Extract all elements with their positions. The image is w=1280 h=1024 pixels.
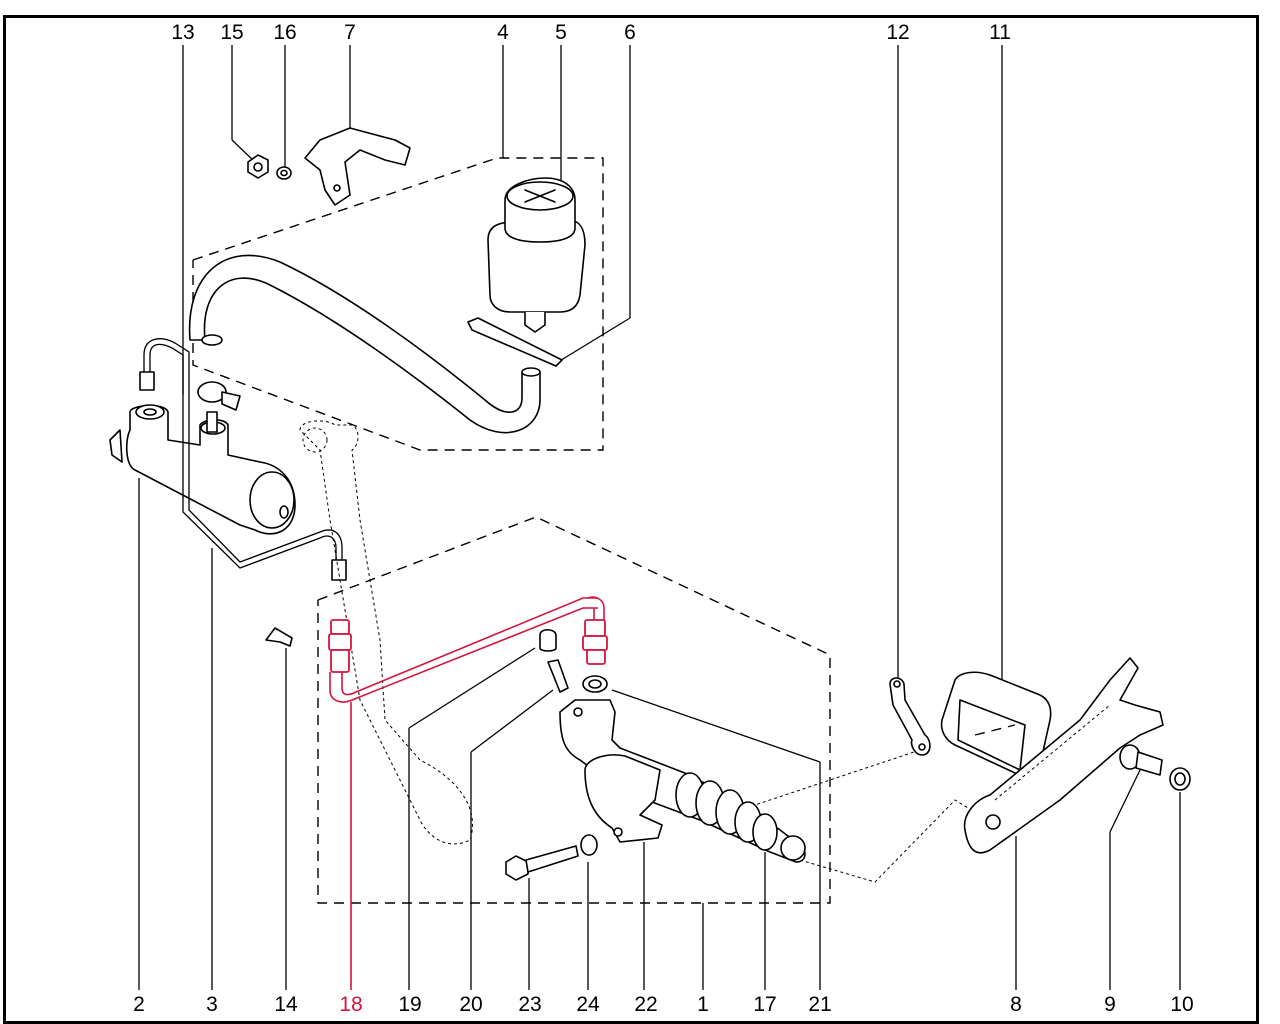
callout-10: 10 — [1170, 993, 1193, 1016]
bleed-screw-part — [547, 659, 569, 693]
bottom-callouts: 2 3 14 18 19 20 23 24 22 1 17 21 8 9 10 — [133, 993, 1194, 1016]
pivot-bolt-part — [1119, 744, 1163, 776]
pivot-washer-part — [1169, 767, 1191, 791]
slave-cylinder-kit-outline — [317, 516, 831, 904]
clutch-pedal-ghost — [299, 420, 474, 845]
callout-22: 22 — [634, 993, 657, 1016]
rubber-boot-part — [940, 671, 1052, 776]
callout-11: 11 — [989, 21, 1011, 44]
washer-part — [276, 166, 292, 180]
callout-14: 14 — [274, 993, 298, 1016]
callout-7: 7 — [344, 21, 356, 44]
master-cylinder-part — [109, 404, 296, 535]
callout-3: 3 — [206, 993, 218, 1016]
slave-cylinder-part — [559, 699, 806, 863]
callout-4: 4 — [497, 21, 509, 44]
callout-9: 9 — [1104, 993, 1116, 1016]
bottom-leader-lines — [138, 478, 1181, 990]
callout-21: 21 — [808, 993, 831, 1016]
callout-16: 16 — [273, 21, 296, 44]
callout-19: 19 — [398, 993, 421, 1016]
reservoir-hose-part — [188, 254, 541, 434]
assembly-lines — [739, 749, 969, 883]
callout-17: 17 — [753, 993, 776, 1016]
callout-18-highlighted: 18 — [339, 993, 362, 1016]
dust-cap-part — [539, 628, 557, 652]
pipe-clip-part — [197, 381, 241, 411]
reservoir-bracket-part — [304, 127, 411, 206]
callout-8: 8 — [1010, 993, 1022, 1016]
spring-plate-part — [889, 677, 931, 756]
diagram-frame — [3, 15, 1259, 1024]
callout-12: 12 — [886, 21, 909, 44]
sealing-washer-part — [582, 675, 608, 693]
callout-15: 15 — [220, 21, 243, 44]
top-leader-lines — [182, 45, 1003, 680]
cable-tie-part — [467, 317, 563, 367]
hydraulic-pipe-part-highlighted — [328, 596, 608, 703]
callout-1: 1 — [697, 993, 709, 1016]
reservoir-kit-outline — [192, 157, 604, 451]
callout-13: 13 — [171, 21, 194, 44]
release-fork-part — [963, 657, 1164, 854]
lock-washer-part — [580, 834, 598, 856]
nut-part — [247, 154, 269, 179]
callout-5: 5 — [555, 21, 567, 44]
callout-23: 23 — [518, 993, 541, 1016]
mounting-bracket-part — [584, 754, 663, 843]
fluid-reservoir-part — [487, 177, 586, 333]
callout-6: 6 — [624, 21, 636, 44]
callout-2: 2 — [133, 993, 145, 1016]
top-callouts: 13 15 16 7 4 5 6 12 11 — [171, 21, 1011, 44]
master-pipe-part — [139, 338, 347, 581]
callout-24: 24 — [576, 993, 600, 1016]
bolt-part — [505, 845, 579, 881]
callout-20: 20 — [459, 993, 482, 1016]
clip-part — [265, 627, 293, 647]
